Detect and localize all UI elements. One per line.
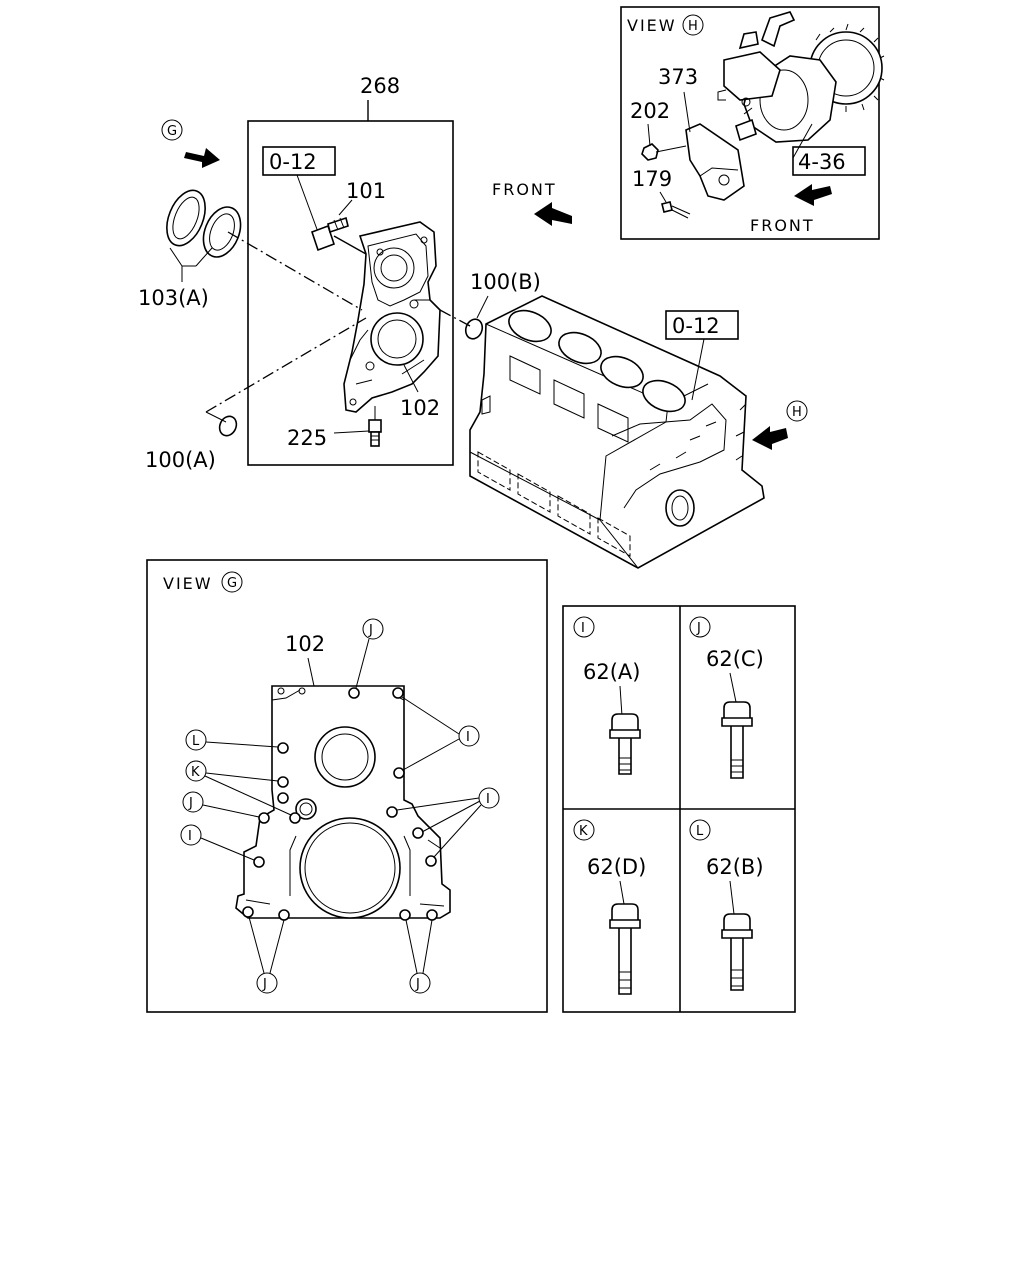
callout-i-left-letter: I [188, 829, 192, 844]
ref-label-0-12-left: 0-12 [269, 150, 317, 174]
bolt-cell-l-part: 62(B) [706, 855, 764, 879]
callout-l-left-letter: L [192, 734, 200, 749]
view-h-front-label: FRONT [750, 216, 815, 235]
ref-label-0-12-block: 0-12 [672, 314, 720, 338]
front-arrow-top [534, 202, 572, 226]
view-g-arrow: G [161, 119, 220, 168]
callout-j-left-letter: J [188, 796, 193, 811]
callout-k-left-letter: K [191, 765, 200, 780]
part-101-label: 101 [346, 179, 386, 203]
part-373-label: 373 [658, 65, 698, 89]
assembly-268-group: 268 0-12 101 102 [247, 74, 454, 466]
view-h-arrow: H [752, 400, 808, 450]
callout-i-left: I [180, 824, 255, 861]
front-label-top: FRONT [492, 180, 557, 199]
ref-label-4-36: 4-36 [798, 150, 846, 174]
fuel-pump-drawing [641, 11, 885, 219]
view-g-part-102-label: 102 [285, 632, 325, 656]
part-102-label: 102 [400, 396, 440, 420]
view-h-arrow-letter: H [792, 405, 802, 420]
part-100a-oring [205, 317, 367, 437]
bolt-cell-j-letter: J [696, 621, 701, 636]
callout-j-top: J [355, 618, 384, 689]
bolt-reference-table: I 62(A) J 62(C) K 62(D) L 62( [562, 605, 796, 1013]
part-100b-oring [439, 295, 489, 340]
callout-i-right-1: I [401, 696, 480, 771]
callout-j-left: J [182, 791, 260, 818]
part-103a-seals [166, 189, 242, 282]
bolt-cell-k-letter: K [579, 824, 588, 839]
assembly-268-number: 268 [360, 74, 400, 98]
bolt-cell-k: K 62(D) [573, 819, 646, 995]
callout-j-bottom-right-letter: J [415, 977, 420, 992]
view-g-title: VIEW [163, 574, 213, 593]
callout-j-bottom-right: J [405, 919, 433, 994]
part-179-label: 179 [632, 167, 672, 191]
bolt-cell-l-letter: L [696, 824, 704, 839]
view-g-frame [146, 559, 548, 1013]
part-225-bolt [368, 406, 382, 447]
part-101-sensor [310, 216, 367, 255]
part-103a-label: 103(A) [138, 286, 209, 310]
bolt-cell-j: J 62(C) [689, 616, 764, 779]
bolt-cell-k-part: 62(D) [587, 855, 646, 879]
callout-j-bottom-left-letter: J [262, 977, 267, 992]
front-arrow-view-h [794, 184, 832, 206]
bolt-cell-i: I 62(A) [573, 616, 641, 775]
view-g-bolt-holes [242, 687, 438, 921]
bolt-cell-j-part: 62(C) [706, 647, 764, 671]
part-100b-label: 100(B) [470, 270, 541, 294]
view-h-letter: H [688, 19, 698, 34]
view-g-arrow-letter: G [167, 124, 177, 139]
view-h-title: VIEW [627, 16, 677, 35]
view-h-panel: VIEW H 373 [620, 6, 885, 240]
part-100a-label: 100(A) [145, 448, 216, 472]
bolt-cell-i-letter: I [581, 621, 585, 636]
callout-i-right-2-letter: I [486, 792, 490, 807]
bolt-62b-icon [721, 913, 753, 991]
bolt-cell-i-part: 62(A) [583, 660, 640, 684]
view-g-letter: G [227, 576, 237, 591]
callout-l-left: L [185, 729, 279, 751]
ref-box-4-36 [792, 146, 866, 176]
bolt-cell-l: L 62(B) [689, 819, 764, 991]
callout-j-bottom-left: J [248, 916, 285, 994]
part-202-label: 202 [630, 99, 670, 123]
callout-i-right-1-letter: I [466, 730, 470, 745]
callout-i-right-2: I [396, 787, 500, 858]
assembly-268-frame [247, 120, 454, 466]
callout-j-top-letter: J [368, 623, 373, 638]
bolt-62c-icon [721, 701, 753, 779]
cylinder-block [469, 295, 765, 569]
part-225-label: 225 [287, 426, 327, 450]
view-g-panel: VIEW G 102 [146, 559, 548, 1013]
bolt-62a-icon [609, 713, 641, 775]
view-h-frame [620, 6, 880, 240]
ref-box-0-12-block [665, 310, 739, 340]
ref-box-0-12-left [262, 146, 336, 176]
callout-k-left: K [185, 760, 292, 816]
